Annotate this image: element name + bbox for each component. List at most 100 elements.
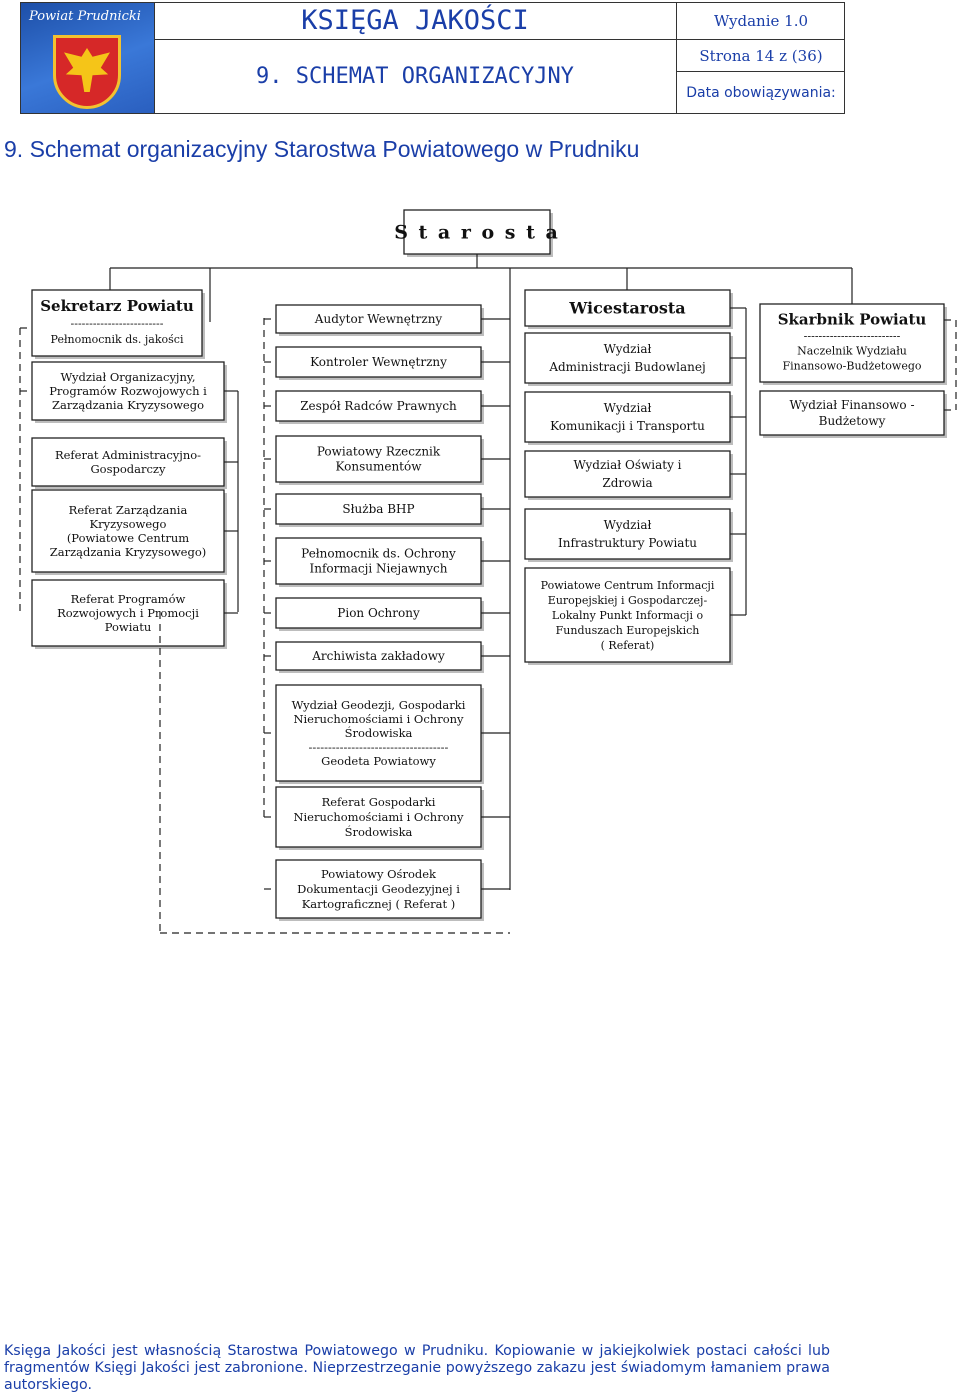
page-title: 9. Schemat organizacyjny Starostwa Powia… [4,136,640,162]
skarbnik-unit-0: Wydział Finansowo - Budżetowy [759,390,947,438]
wicestarosta-unit-2: Wydział Oświaty i Zdrowia [524,450,733,500]
starosta-unit-5-frame [275,537,482,585]
starosta-unit-8: Wydział Geodezji, GospodarkiNieruchomośc… [275,684,484,784]
starosta-unit-2: Zespół Radców Prawnych [275,390,484,424]
starosta-box: S t a r o s t a [394,209,560,257]
skarbnik-box-frame [759,303,945,383]
starosta-box-label: S t a r o s t a [394,222,560,244]
sekretarz-unit-3-label: Referat Programów [71,592,186,606]
starosta-unit-8-label: Wydział Geodezji, Gospodarki [292,698,466,712]
sekretarz-unit-0-label: Wydział Organizacyjny, [60,370,195,384]
wicestarosta-unit-4-frame [524,567,731,663]
sekretarz-unit-0: Wydział Organizacyjny,Programów Rozwojow… [31,361,227,423]
eagle-icon [64,48,110,92]
sekretarz-unit-2-label: Referat Zarządzania [69,503,188,517]
skarbnik-unit-0-label: Wydział Finansowo - [789,398,914,412]
sekretarz-unit-2: Referat ZarządzaniaKryzysowego(Powiatowe… [31,489,227,575]
header-divider [155,39,845,40]
starosta-unit-8-frame [275,684,482,782]
logo-text: Powiat Prudnicki [29,9,141,24]
starosta-unit-5-label: Informacji Niejawnych [309,562,447,576]
sekretarz-unit-2-frame [31,489,225,573]
coat-of-arms-icon [53,35,121,109]
header-subtitle: 9. SCHEMAT ORGANIZACYJNY [256,64,574,89]
skarbnik-box-label: Skarbnik Powiatu [778,310,927,328]
header-divider [676,3,677,113]
sekretarz-box-label: ------------------------- [71,317,164,330]
sekretarz-box-frame [31,289,203,357]
skarbnik-box: Skarbnik Powiatu------------------------… [759,303,947,385]
starosta-unit-8-label: Geodeta Powiatowy [321,754,436,768]
sekretarz-unit-2-label: (Powiatowe Centrum [67,531,189,545]
wicestarosta-unit-0-frame [524,332,731,384]
starosta-unit-9-label: Nieruchomościami i Ochrony [293,810,464,824]
powiat-prudnicki-logo: Powiat Prudnicki [21,3,155,113]
wicestarosta-box: Wicestarosta [524,289,733,329]
starosta-unit-10-label: Powiatowy Ośrodek [321,867,437,881]
valid-from-label: Data obowiązywania: [686,85,836,101]
starosta-unit-4-frame [275,493,482,525]
wicestarosta-unit-4-label: Europejskiej i Gospodarczej- [548,594,708,607]
starosta-unit-5-label: Pełnomocnik ds. Ochrony [301,547,456,561]
wicestarosta-unit-4-label: ( Referat) [601,639,655,652]
starosta-unit-9-frame [275,786,482,848]
starosta-unit-2-label: Zespół Radców Prawnych [300,399,457,413]
starosta-unit-3-frame [275,435,482,483]
org-chart: S t a r o s t a Sekretarz Powiatu --------… [19,209,957,934]
starosta-unit-6: Pion Ochrony [275,597,484,631]
starosta-unit-4: Służba BHP [275,493,484,527]
starosta-unit-7-label: Archiwista zakładowy [311,649,445,663]
skarbnik-box-label: -------------------------- [804,329,901,342]
sekretarz-unit-3-label: Rozwojowych i Promocji [57,606,199,620]
starosta-unit-10-label: Kartograficznej ( Referat ) [302,897,456,911]
wicestarosta-unit-3-label: Wydział [604,518,652,532]
starosta-unit-1-label: Kontroler Wewnętrzny [310,355,447,369]
wicestarosta-unit-4: Powiatowe Centrum InformacjiEuropejskiej… [524,567,733,665]
wicestarosta-unit-4-label: Lokalny Punkt Informacji o [552,609,704,622]
starosta-box-frame [403,209,551,255]
starosta-unit-9-label: Referat Gospodarki [322,795,436,809]
wicestarosta-unit-4-label: Funduszach Europejskich [556,624,700,637]
starosta-unit-8-label: Środowiska [345,726,413,740]
sekretarz-unit-1: Referat Administracyjno-Gospodarczy [31,437,227,489]
starosta-unit-10-frame [275,859,482,919]
sekretarz-unit-3-label: Powiatu [105,620,152,634]
document-header: Powiat Prudnicki KSIĘGA JAKOŚCI 9. SCHEM… [20,2,845,114]
skarbnik-box-label: Finansowo-Budżetowego [782,359,921,372]
sekretarz-unit-2-label: Kryzysowego [90,517,167,531]
sekretarz-unit-2-label: Zarządzania Kryzysowego) [50,545,207,559]
sekretarz-unit-1-label: Gospodarczy [90,462,166,476]
sekretarz-box-label: Sekretarz Powiatu [40,297,194,315]
starosta-unit-3-label: Konsumentów [335,460,422,474]
skarbnik-box-label: Naczelnik Wydziału [797,344,907,357]
starosta-unit-9-label: Środowiska [345,825,413,839]
starosta-unit-6-frame [275,597,482,629]
page-number: Strona 14 z (36) [699,47,823,65]
wicestarosta-unit-2-label: Wydział Oświaty i [573,458,681,472]
starosta-unit-3-label: Powiatowy Rzecznik [317,445,441,459]
starosta-unit-4-label: Służba BHP [342,502,414,516]
wicestarosta-box-label: Wicestarosta [568,299,685,318]
starosta-unit-10-label: Dokumentacji Geodezyjnej i [297,882,460,896]
wicestarosta-unit-2-label: Zdrowia [602,476,652,490]
edition-label: Wydanie 1.0 [713,12,809,30]
sekretarz-unit-1-frame [31,437,225,487]
header-divider [677,71,845,72]
starosta-unit-7-frame [275,641,482,671]
starosta-unit-2-frame [275,390,482,422]
skarbnik-unit-0-label: Budżetowy [819,414,886,428]
sekretarz-box-label: Pełnomocnik ds. jakości [51,333,184,346]
starosta-unit-6-label: Pion Ochrony [337,606,420,620]
starosta-unit-1-frame [275,346,482,378]
wicestarosta-unit-3-label: Infrastruktury Powiatu [558,536,697,550]
wicestarosta-unit-4-label: Powiatowe Centrum Informacji [541,579,715,592]
sekretarz-unit-3-frame [31,579,225,647]
sekretarz-unit-0-frame [31,361,225,421]
